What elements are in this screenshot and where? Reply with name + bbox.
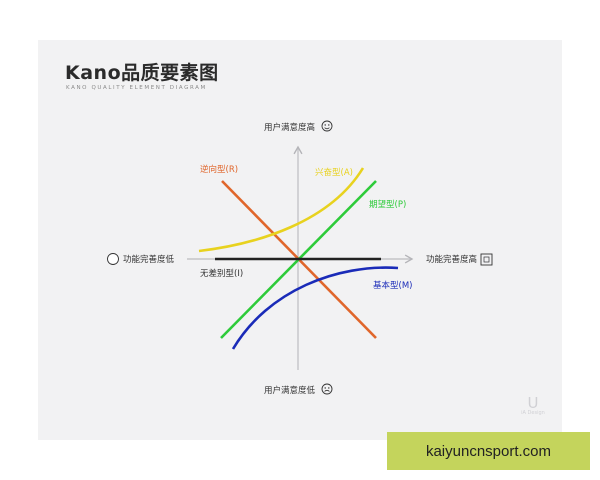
- attractive-label: 兴奋型(A): [315, 167, 353, 178]
- must-be-curve: [231, 266, 399, 350]
- full-square-icon: [480, 253, 493, 266]
- page-title: Kano品质要素图: [65, 62, 219, 84]
- empty-circle-icon: [107, 253, 119, 265]
- brand-mark: U: [527, 394, 539, 412]
- reverse-label: 逆向型(R): [200, 164, 238, 175]
- diagram-card: [38, 40, 562, 440]
- performance-label: 期望型(P): [369, 199, 406, 210]
- y-top-label: 用户满意度高: [264, 122, 315, 133]
- x-left-label: 功能完善度低: [123, 254, 175, 265]
- brand-text: iA Design: [521, 410, 545, 416]
- smiley-icon: [321, 120, 333, 132]
- y-bottom-label: 用户满意度低: [264, 385, 316, 396]
- indifferent-label: 无差别型(I): [200, 268, 243, 279]
- sad-face-icon: [321, 383, 333, 395]
- must-be-label: 基本型(M): [373, 280, 412, 291]
- attractive-curve: [198, 167, 365, 253]
- brand-watermark: U iA Design: [518, 394, 548, 417]
- x-right-label: 功能完善度高: [426, 254, 477, 265]
- page-subtitle: KANO QUALITY ELEMENT DIAGRAM: [66, 85, 207, 91]
- site-banner: kaiyuncnsport.com: [387, 432, 590, 470]
